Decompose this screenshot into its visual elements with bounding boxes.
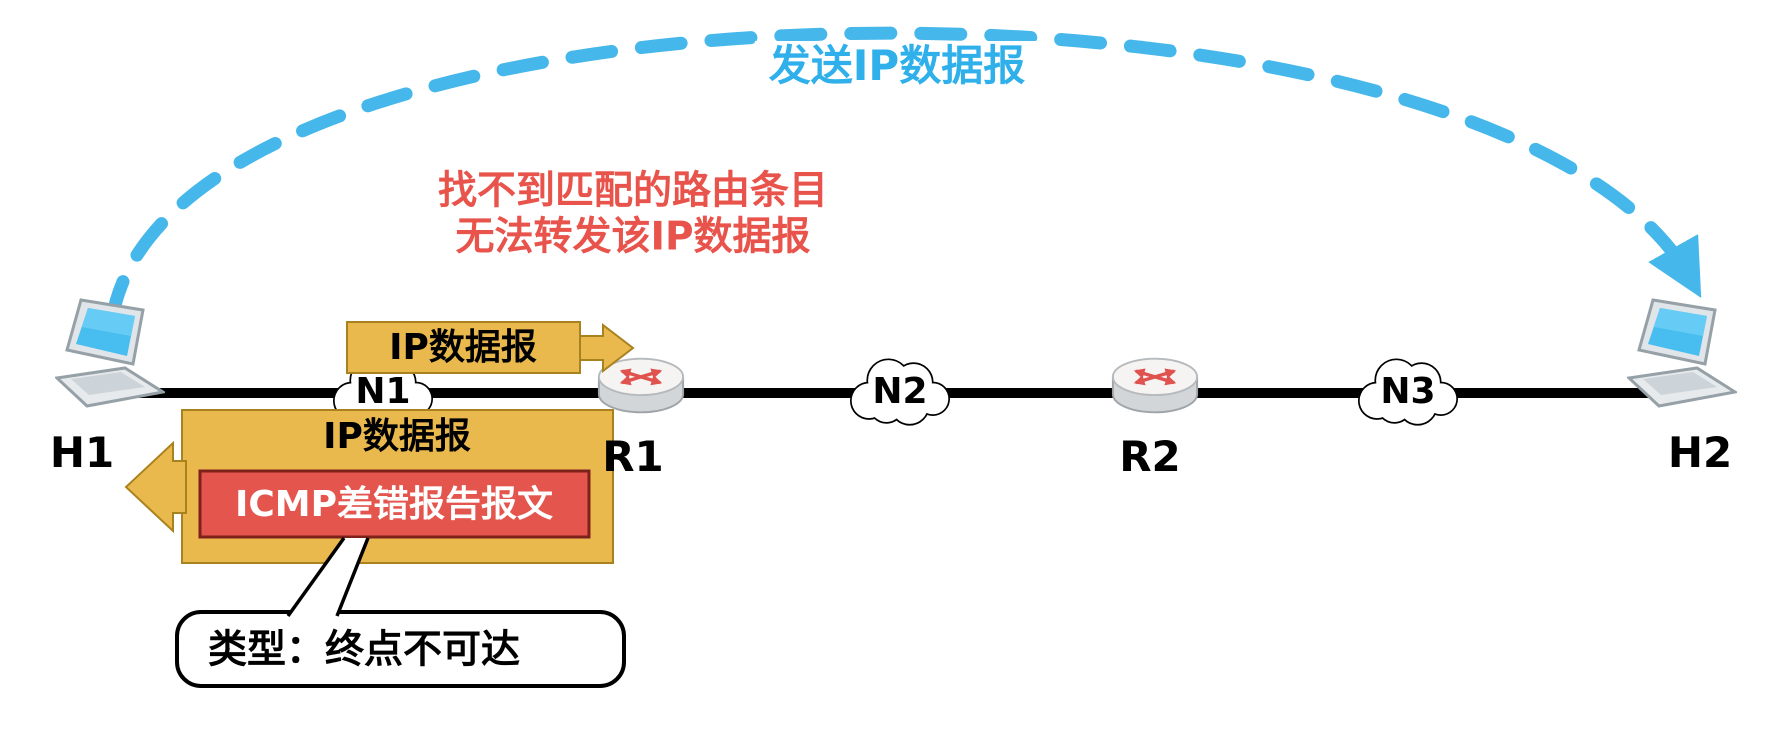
host-h2-label: H2 (1667, 428, 1733, 477)
icmp-message-label: ICMP差错报告报文 (234, 484, 554, 525)
router-r1-label: R1 (602, 432, 664, 481)
callout-text: 类型：终点不可达 (208, 627, 521, 673)
router-r2-label: R2 (1119, 432, 1181, 481)
routing-error-text-line2: 无法转发该IP数据报 (455, 214, 811, 260)
send-ip-arc (105, 26, 1702, 327)
callout-pointer (288, 538, 368, 617)
network-n3-label: N3 (1380, 371, 1436, 412)
return-arrow-icon (124, 440, 187, 534)
ip-datagram-forward-label: IP数据报 (389, 327, 537, 368)
callout-pointer-lines (286, 536, 370, 618)
network-n2-label: N2 (872, 371, 928, 412)
icmp-message-box (198, 469, 591, 539)
host-h1-laptop-icon (55, 298, 165, 408)
forward-arrow-icon (579, 322, 635, 374)
network-n1-label: N1 (355, 371, 411, 412)
callout-box (175, 610, 626, 688)
ip-datagram-return-label: IP数据报 (323, 416, 471, 457)
router-r2-icon (1113, 359, 1197, 413)
routing-error-text-line1: 找不到匹配的路由条目 (437, 168, 829, 214)
router-r1-icon (599, 359, 683, 413)
host-h1-label: H1 (49, 428, 115, 477)
send-ip-arc-label: 发送IP数据报 (754, 41, 1040, 91)
host-h2-laptop-icon (1627, 298, 1737, 408)
